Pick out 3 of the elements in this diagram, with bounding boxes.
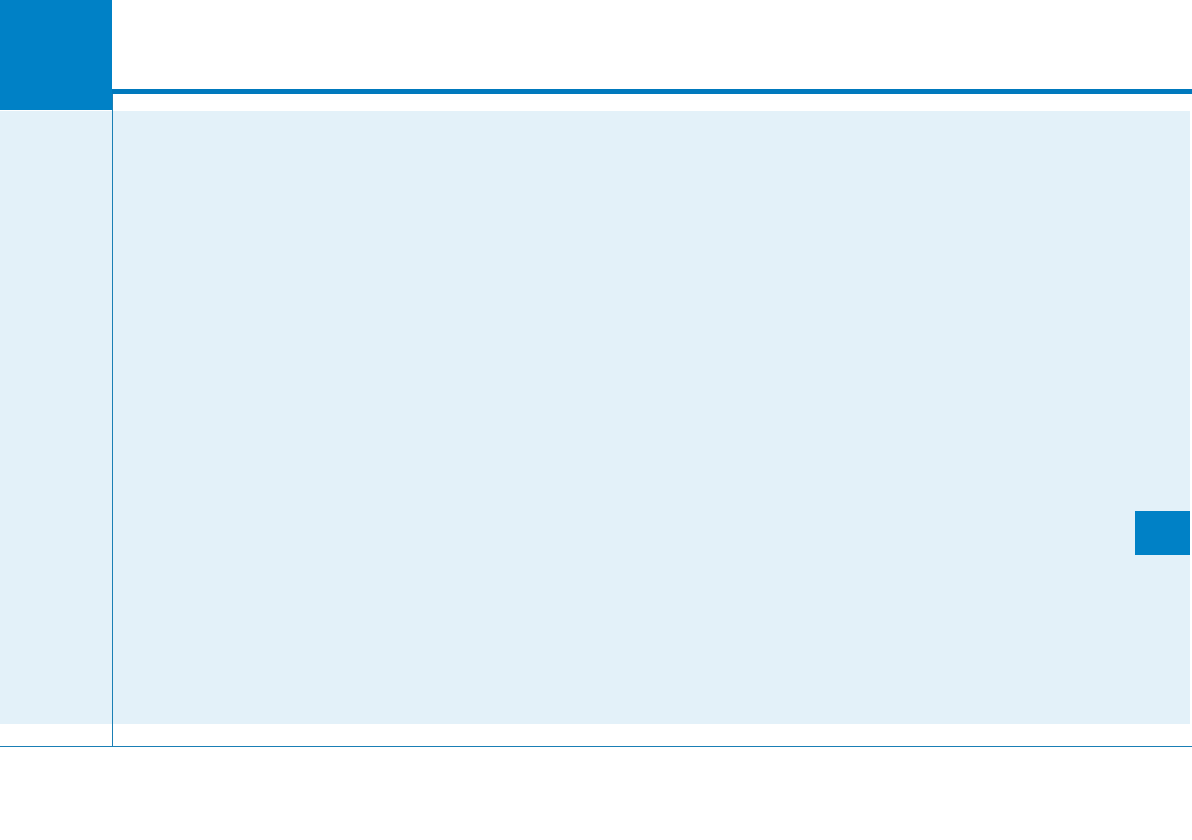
side-tab (1135, 511, 1190, 555)
content-panel (0, 111, 1190, 724)
corner-tab (0, 0, 112, 110)
